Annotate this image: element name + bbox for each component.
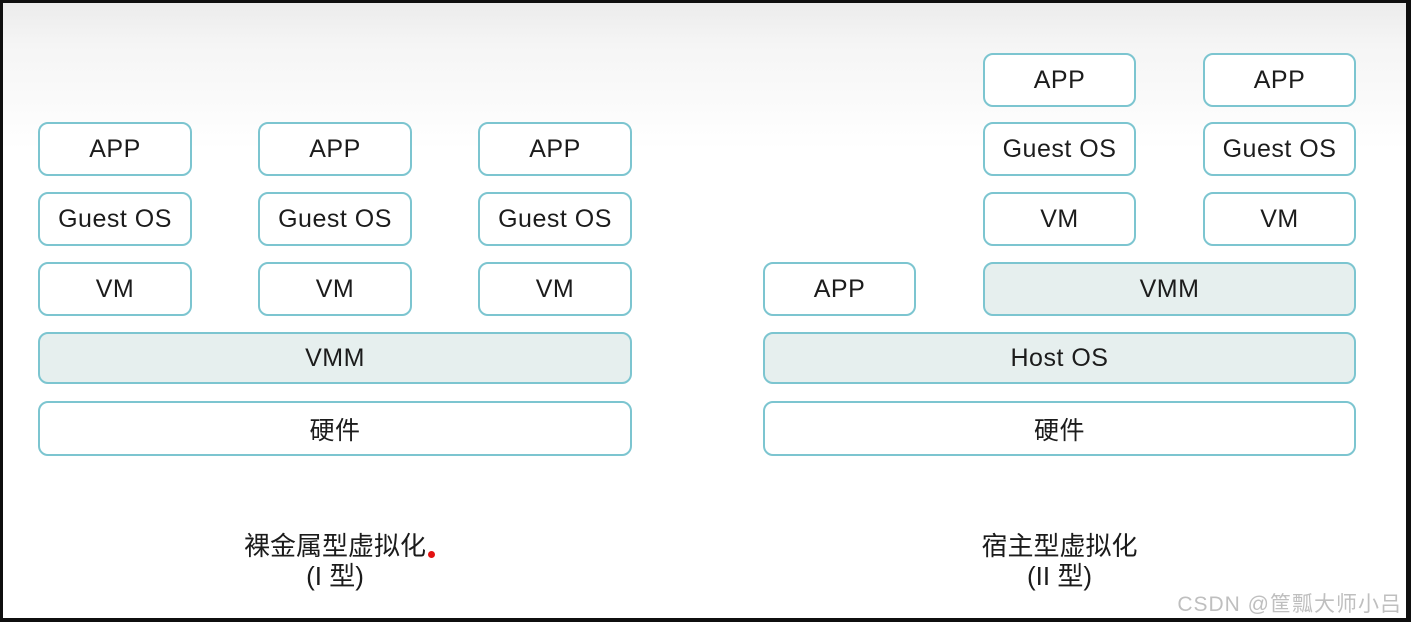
box-app: APP: [478, 122, 632, 176]
box-app: APP: [1203, 53, 1356, 107]
right-caption-title: 宿主型虚拟化: [981, 531, 1138, 561]
left-caption: 裸金属型虚拟化 (I 型): [38, 531, 632, 591]
box-guest-os: Guest OS: [38, 192, 192, 246]
box-vm: VM: [1203, 192, 1356, 246]
box-vm: VM: [983, 192, 1136, 246]
box-app: APP: [38, 122, 192, 176]
box-vmm: VMM: [983, 262, 1356, 316]
right-caption: 宿主型虚拟化 (II 型): [763, 531, 1356, 591]
box-guest-os: Guest OS: [1203, 122, 1356, 176]
box-guest-os: Guest OS: [258, 192, 412, 246]
box-host-app: APP: [763, 262, 916, 316]
left-caption-subtitle: (I 型): [306, 561, 364, 591]
box-vm: VM: [478, 262, 632, 316]
left-caption-title: 裸金属型虚拟化: [243, 531, 426, 561]
box-app: APP: [983, 53, 1136, 107]
box-hardware: 硬件: [38, 401, 632, 456]
box-guest-os: Guest OS: [983, 122, 1136, 176]
box-app: APP: [258, 122, 412, 176]
box-guest-os: Guest OS: [478, 192, 632, 246]
box-vmm: VMM: [38, 332, 632, 384]
box-hardware: 硬件: [763, 401, 1356, 456]
csdn-watermark: CSDN @筐瓢大师小吕: [1177, 593, 1402, 616]
red-dot-annotation: [428, 551, 435, 558]
box-vm: VM: [258, 262, 412, 316]
box-vm: VM: [38, 262, 192, 316]
right-caption-subtitle: (II 型): [1027, 561, 1092, 591]
box-host-os: Host OS: [763, 332, 1356, 384]
